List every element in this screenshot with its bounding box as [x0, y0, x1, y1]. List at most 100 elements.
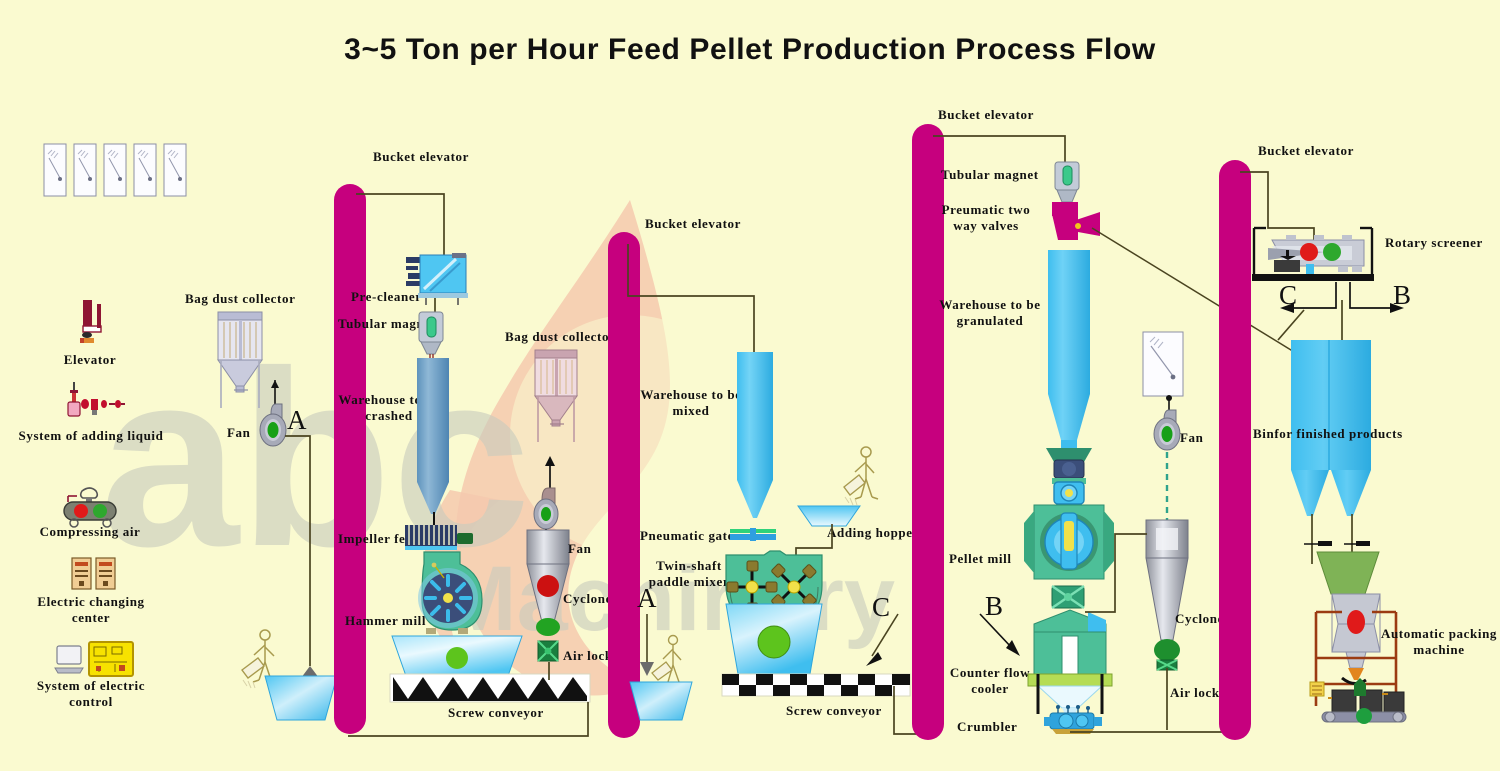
label-tubular-magnet-2: Tubular magnet	[941, 167, 1039, 182]
airlock1-drop	[548, 662, 550, 680]
hammer-mill	[418, 551, 483, 634]
gauge-panel-group	[43, 143, 187, 197]
bucket-elevator-4	[1219, 160, 1251, 740]
marker-c-mixing-arrow	[866, 613, 899, 666]
bucket-elevator-1	[334, 184, 366, 734]
bin-discharge-gates	[1304, 514, 1370, 564]
tubular-magnet-1	[418, 311, 444, 360]
mixer-outlet-hopper	[725, 603, 823, 675]
label-rotary-screener: Rotary screener	[1385, 235, 1483, 250]
cyclone-1	[526, 529, 570, 636]
fan-1	[259, 380, 287, 447]
legend-label-electric-changing-center: Electric changing center	[37, 594, 145, 625]
adding-hopper	[797, 505, 861, 527]
collection-trough-1	[391, 635, 523, 677]
legend-label-elevator: Elevator	[63, 352, 117, 367]
line-valve-to-screener	[1091, 227, 1305, 359]
duct-fan3-to-cyclone2	[1165, 452, 1169, 522]
fan-2	[533, 487, 559, 532]
label-tubular-magnet-1: Tubular magnet	[338, 316, 436, 331]
pellet-mill	[1024, 504, 1114, 580]
air-compressor-icon	[63, 487, 117, 528]
bin-finished-products-cones	[1291, 470, 1371, 516]
label-automatic-packing-machine: Automatic packing machine	[1380, 626, 1497, 657]
liquid-dosing-icon	[67, 382, 125, 417]
legend-label-compressing-air: Compressing air	[39, 524, 141, 539]
label-air-lock-1: Air lock	[563, 648, 613, 663]
pipe-precleaner-to-magnet	[434, 298, 436, 314]
label-warehouse-mixed: Warehouse to be mixed	[640, 387, 742, 418]
return-line-conveyor1	[348, 702, 589, 737]
pre-cleaner	[406, 253, 468, 305]
label-pellet-mill: Pellet mill	[949, 551, 1012, 566]
label-air-lock-2: Air lock	[1170, 685, 1220, 700]
label-counter-flow-cooler: Counter flow cooler	[949, 665, 1031, 696]
duct-cooler-to-cyclone2	[1085, 533, 1147, 613]
marker-b-screening: B	[1393, 280, 1412, 310]
elevator-icon	[80, 300, 102, 343]
silo-warehouse-granulated	[1048, 250, 1090, 454]
marker-c-mixing: C	[872, 592, 891, 622]
intake-hopper-2	[629, 681, 693, 721]
pellet-mill-conditioner	[1046, 448, 1092, 505]
rotary-screener	[1252, 226, 1374, 281]
label-pre-cleaner: Pre-cleaner	[351, 289, 422, 304]
pipe-elevator2-to-silo	[627, 244, 755, 356]
pipe-hopper-to-mixer	[795, 524, 833, 558]
pneumatic-two-way-valves	[1052, 202, 1100, 240]
marker-a-crushing: A	[287, 405, 307, 435]
automatic-packing-machine	[1309, 593, 1407, 724]
bag-dust-collector-2	[534, 349, 578, 442]
worker-figure-1	[241, 629, 278, 689]
label-warehouse-granulated: Warehouse to be granulated	[939, 297, 1041, 328]
label-bag-dust-collector-1: Bag dust collector	[185, 291, 296, 306]
label-bag-dust-collector-2: Bag dust collector	[505, 329, 616, 344]
label-two-way-valves: Preumatic two way valves	[941, 202, 1031, 233]
return-line-crumbler	[1070, 731, 1222, 733]
return-line-airlock2	[1166, 668, 1168, 730]
label-screw-conveyor-1: Screw conveyor	[448, 705, 544, 720]
label-fan-3: Fan	[1180, 430, 1204, 445]
control-system-icon	[54, 641, 134, 677]
label-adding-hopper: Adding hopper	[827, 525, 919, 540]
page-title: 3~5 Ton per Hour Feed Pellet Production …	[344, 33, 1156, 66]
air-lock-1	[537, 640, 559, 662]
pipe-elevator1-to-precleaner	[356, 193, 445, 256]
pneumatic-gates	[730, 528, 776, 541]
worker-figure-2	[843, 446, 879, 506]
label-cyclone-1: Cyclone	[563, 591, 612, 606]
cyclone-2	[1145, 519, 1189, 671]
label-cyclone-2: Cyclone	[1175, 611, 1224, 626]
screw-conveyor-1	[389, 673, 591, 703]
label-pneumatic-gates: Pneumatic gates	[640, 528, 740, 543]
switchgear-icon	[71, 557, 116, 590]
return-line-conveyor2	[893, 686, 922, 735]
worker-figure-3	[651, 634, 682, 683]
bucket-elevator-3	[912, 124, 944, 740]
pipe-elevator4-to-screener	[1240, 171, 1315, 248]
fan-3	[1153, 395, 1181, 451]
screw-conveyor-2	[721, 673, 911, 697]
impeller-feeder	[405, 525, 473, 550]
bucket-elevator-2	[608, 232, 640, 738]
counter-flow-cooler	[1027, 609, 1113, 716]
legend-label-electric-control: System of electric control	[36, 678, 146, 709]
tubular-magnet-2	[1054, 161, 1080, 203]
label-crumbler: Crumbler	[957, 719, 1018, 734]
label-bin-finished-products: Binfor finished products	[1253, 426, 1403, 441]
label-fan-1: Fan	[227, 425, 251, 440]
silo-warehouse-mixed	[737, 352, 773, 518]
label-warehouse-crashed: Warehouse to be crashed	[338, 392, 440, 423]
pipe-elevator3-to-magnet	[933, 135, 1066, 172]
rotary-valve-below-mill	[1051, 585, 1085, 609]
marker-a-mixing-arrow	[640, 614, 654, 676]
label-bucket-elevator-4: Bucket elevator	[1258, 143, 1355, 158]
crumbler	[1044, 705, 1102, 734]
packing-funnel	[1316, 551, 1380, 595]
screener-output-arrows	[1280, 282, 1404, 313]
label-bucket-elevator-3: Bucket elevator	[938, 107, 1035, 122]
bag-filter-panel-small	[1142, 331, 1184, 397]
bin-finished-products	[1291, 340, 1371, 470]
label-bucket-elevator-2: Bucket elevator	[645, 216, 742, 231]
label-fan-2: Fan	[568, 541, 592, 556]
